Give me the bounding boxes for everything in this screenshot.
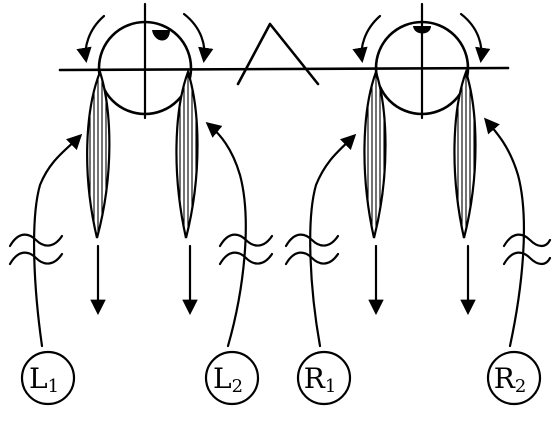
node-r2-letter: R [494,362,516,395]
svg-text:R1: R1 [304,362,337,397]
muscle-r1 [363,68,387,316]
break-symbol-l2-lower [218,251,274,266]
muscle-l2 [175,68,199,316]
left-eye-rotation-arrow-left [76,14,106,64]
break-symbol-r1-upper [284,233,340,248]
left-pupil [152,30,170,41]
nerve-path-l2 [205,122,247,348]
svg-text:L2: L2 [213,362,243,397]
node-r1: R1 [296,350,352,406]
break-symbol-r2-upper [502,233,552,248]
right-eye-rotation-arrow-left [352,14,382,64]
right-eye-group [352,2,491,316]
svg-text:L1: L1 [29,362,59,397]
node-l2: L2 [204,350,260,406]
node-r2-subscript: 2 [515,376,526,397]
node-r2: R2 [486,350,542,406]
node-r1-letter: R [304,362,326,395]
node-l1-letter: L [29,362,48,395]
svg-text:R2: R2 [494,362,527,397]
nerve-path-l1 [33,133,83,348]
node-l2-subscript: 2 [232,376,243,397]
node-l2-letter: L [213,362,232,395]
break-symbol-r1-lower [284,251,340,266]
angle-symbol [236,22,320,86]
horizontal-reference-line [58,66,510,72]
nerve-path-r1 [309,133,357,348]
break-symbol-l2-upper [218,233,274,248]
break-symbol-r2-lower [502,251,552,266]
right-eye-rotation-arrow-right [459,12,491,64]
muscle-r2 [453,68,477,316]
break-symbol-l1-upper [8,233,64,248]
node-l1-subscript: 1 [48,376,59,397]
left-eye-group [76,2,214,316]
break-symbol-l1-lower [8,251,64,266]
left-eye-rotation-arrow-right [182,12,214,64]
node-l1: L1 [20,350,76,406]
muscle-l1 [86,68,111,316]
node-r1-subscript: 1 [325,376,336,397]
nerve-path-r2 [483,117,526,348]
